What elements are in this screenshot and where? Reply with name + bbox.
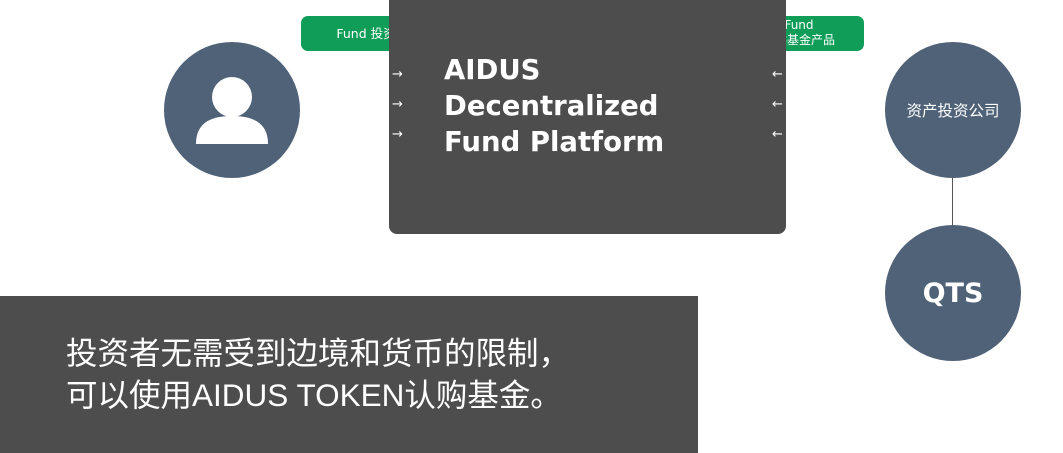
asset-company-label: 资产投资公司	[906, 102, 1000, 120]
arrow-out-icon: ←	[772, 127, 783, 142]
platform-box: → → → AIDUS Decentralized Fund Platform …	[389, 0, 786, 234]
investor-node	[164, 42, 300, 178]
user-icon	[196, 77, 268, 144]
qts-label: QTS	[922, 277, 984, 309]
qts-node: QTS	[885, 225, 1021, 361]
arrow-out-icon: ←	[772, 67, 783, 82]
arrow-in-icon: →	[392, 127, 403, 142]
caption-text: 投资者无需受到边境和货币的限制， 可以使用AIDUS TOKEN认购基金。	[66, 335, 571, 413]
arrow-out-icon: ←	[772, 97, 783, 112]
asset-company-node: 资产投资公司	[885, 42, 1021, 178]
caption-banner: 投资者无需受到边境和货币的限制， 可以使用AIDUS TOKEN认购基金。	[0, 296, 698, 453]
platform-title: AIDUS Decentralized Fund Platform	[444, 54, 665, 158]
arrow-in-icon: →	[392, 97, 403, 112]
fund-provide-tag-line1: Fund	[784, 18, 814, 32]
arrow-in-icon: →	[392, 67, 403, 82]
node-connector	[952, 178, 953, 225]
